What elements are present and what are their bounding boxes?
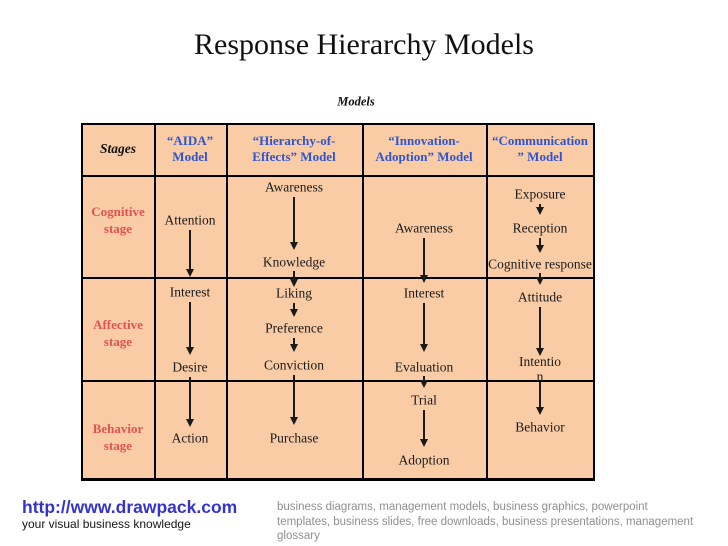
drawpack-link[interactable]: http://www.drawpack.com [22,497,238,517]
table-column-divider [486,125,488,478]
arrow-down-icon [290,303,298,317]
arrow-down-icon [420,376,428,388]
footer-tagline: your visual business knowledge [22,517,191,531]
item-liking: Liking [276,285,312,301]
item-exposure: Exposure [514,186,566,202]
arrow-down-icon [420,303,428,352]
table-row-divider [83,380,593,382]
item-desire: Desire [172,359,208,375]
table-column-divider [226,125,228,478]
item-cognitive-response: Cognitive response [488,256,592,272]
stage-affective: Affective stage [93,317,143,349]
models-caption: Models [337,94,375,109]
item-conviction: Conviction [264,357,324,373]
arrow-down-icon [536,382,544,415]
table-row-divider [83,277,593,279]
item-attitude: Attitude [517,289,563,305]
item-attention: Attention [164,212,216,228]
arrow-down-icon [290,271,298,287]
arrow-down-icon [536,204,544,215]
item-intention: Intentio n [519,354,561,384]
item-behavior: Behavior [515,419,565,435]
table-column-divider [154,125,156,478]
item-reception: Reception [512,220,568,236]
header-hierarchy-of-effects-model: “Hierarchy-of- Effects” Model [252,133,336,164]
arrow-down-icon [536,307,544,356]
arrow-down-icon [536,273,544,285]
item-purchase: Purchase [269,430,319,446]
header-innovation-adoption-model: “Innovation- Adoption” Model [375,133,473,164]
arrow-down-icon [420,238,428,283]
item-preference: Preference [265,320,323,336]
item-trial: Trial [411,392,437,408]
arrow-down-icon [420,410,428,447]
header-stages: Stages [99,141,137,156]
item-awareness-innovation: Awareness [395,220,453,236]
item-awareness-hoe: Awareness [265,179,323,195]
item-evaluation: Evaluation [394,359,454,375]
item-knowledge: Knowledge [262,254,326,270]
arrow-down-icon [186,377,194,427]
stage-behavior: Behavior stage [92,421,144,453]
item-interest-innovation: Interest [403,285,445,301]
table-row-divider [83,175,593,177]
response-hierarchy-table [81,123,595,481]
header-communication-model: “Communication ” Model [491,133,589,164]
footer-description: business diagrams, management models, bu… [277,501,694,542]
stage-cognitive: Cognitive stage [91,204,145,236]
arrow-down-icon [290,338,298,352]
item-adoption: Adoption [398,452,450,468]
table-column-divider [362,125,364,478]
arrow-down-icon [290,375,298,425]
header-aida-model: “AIDA” Model [166,133,214,164]
item-action: Action [171,430,209,446]
item-interest-aida: Interest [169,284,211,300]
arrow-down-icon [290,197,298,250]
arrow-down-icon [536,238,544,253]
arrow-down-icon [186,302,194,355]
page-title: Response Hierarchy Models [194,28,534,61]
arrow-down-icon [186,230,194,277]
